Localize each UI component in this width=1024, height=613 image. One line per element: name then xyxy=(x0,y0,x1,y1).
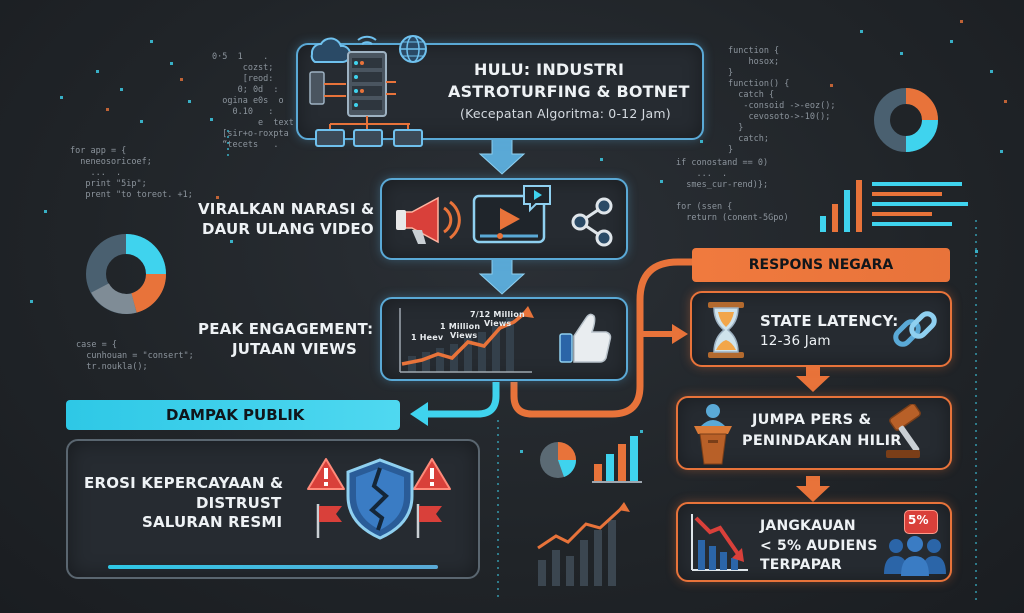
code-snippet-low-left: case = { cunhouan = "consert"; tr.noukla… xyxy=(76,340,194,372)
trend-chart-icon xyxy=(537,502,630,586)
code-snippet-mid-right: if conostand == 0) ... . smes_cur-rend)}… xyxy=(676,158,789,223)
chart-label-million: 1 Million xyxy=(440,322,481,331)
wifi-icon xyxy=(357,35,377,45)
dampak-line1: EROSI KEPERCAYAAN & xyxy=(84,474,284,492)
bar-chart-icon xyxy=(820,180,968,232)
latency-line1: STATE LATENCY: xyxy=(760,312,899,330)
peak-label-line1: PEAK ENGAGEMENT: xyxy=(198,320,374,338)
dampak-banner: DAMPAK PUBLIK xyxy=(66,400,400,430)
cloud-icon xyxy=(310,37,352,63)
bar-chart-icon xyxy=(592,436,642,483)
flag-icon xyxy=(316,504,342,538)
botnet-network-icon xyxy=(309,35,423,147)
peak-label-line2: JUTAAN VIEWS xyxy=(232,340,358,358)
pie-chart-icon xyxy=(540,442,576,478)
broken-shield-icon xyxy=(346,458,414,540)
down-trend-icon xyxy=(691,514,748,571)
podium-icon xyxy=(694,404,732,465)
code-snippet-top-left: 0·5 1 . cozst; [reod: 0; 0d : ogina e0s … xyxy=(212,52,294,150)
share-icon xyxy=(571,197,613,247)
pers-line2: PENINDAKAN HILIR xyxy=(742,433,902,449)
code-snippet-mid-left: for app = { neneosoricoef; ... . print "… xyxy=(70,146,193,200)
respons-banner: RESPONS NEGARA xyxy=(692,248,950,282)
server-icon xyxy=(347,51,387,117)
hulu-title-line1: HULU: INDUSTRI xyxy=(474,60,625,79)
dampak-line2: DISTRUST xyxy=(196,494,282,512)
thumbs-up-icon xyxy=(559,313,612,363)
viral-label-line2: DAUR ULANG VIDEO xyxy=(202,220,374,238)
gavel-icon xyxy=(886,404,921,458)
viral-label-line1: VIRALKAN NARASI & xyxy=(198,200,375,218)
reach-line1: JANGKAUAN xyxy=(760,518,856,534)
reach-line2: < 5% AUDIENS xyxy=(760,538,878,554)
reach-badge-text: 5% xyxy=(908,513,929,527)
megaphone-icon xyxy=(396,196,461,244)
hulu-subtitle: (Kecepatan Algoritma: 0-12 Jam) xyxy=(460,106,671,121)
chart-label-7-12-million: 7/12 Million xyxy=(470,310,525,319)
chart-label-views-2: Views xyxy=(484,319,512,328)
trend-chart-icon xyxy=(399,306,534,373)
donut-chart-icon xyxy=(874,88,938,152)
pers-line1: JUMPA PERS & xyxy=(752,412,872,428)
dampak-underline xyxy=(108,565,438,569)
computer-icon xyxy=(315,129,423,147)
hourglass-icon xyxy=(708,302,744,358)
audience-icon xyxy=(884,536,946,576)
globe-icon xyxy=(399,35,427,63)
dampak-line3: SALURAN RESMI xyxy=(142,513,283,531)
chart-label-heev: 1 Heev xyxy=(411,333,444,342)
warning-icon xyxy=(413,458,451,490)
reach-badge xyxy=(904,510,938,534)
reach-line3: TERPAPAR xyxy=(760,557,842,573)
latency-line2: 12-36 Jam xyxy=(760,333,831,349)
play-video-icon xyxy=(472,185,551,244)
chart-label-views: Views xyxy=(450,331,478,340)
chain-link-icon xyxy=(893,311,937,347)
warning-icon xyxy=(307,458,345,490)
flag-icon xyxy=(416,504,442,538)
donut-chart-icon xyxy=(86,234,167,314)
code-snippet-top-right: function { hosox; } function() { catch {… xyxy=(728,46,836,155)
hulu-title-line2: ASTROTURFING & BOTNET xyxy=(448,82,690,101)
